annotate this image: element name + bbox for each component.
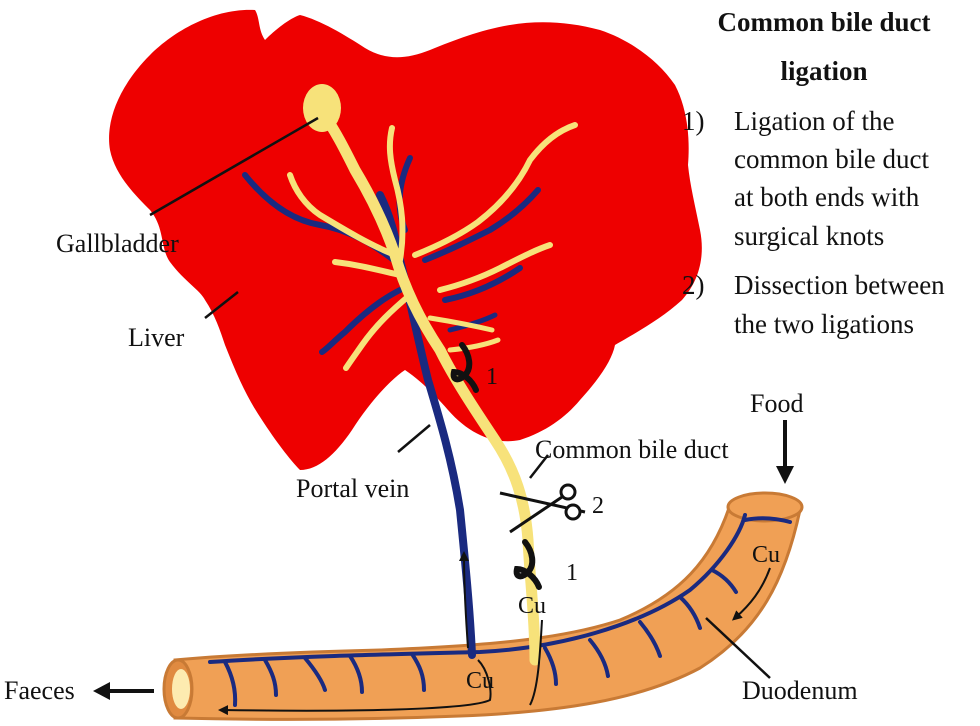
step-2-line-2: the two ligations (734, 309, 914, 339)
leader-lines (149, 116, 771, 679)
step-1-line-1: Ligation of the (734, 106, 894, 136)
common-bile-duct-label: Common bile duct (535, 435, 729, 464)
title-line-1: Common bile duct (717, 7, 930, 37)
step-1-line-3: at both ends with (734, 182, 920, 212)
cu-flow-arrows (218, 551, 771, 716)
step-2-number: 2) (682, 270, 705, 300)
bile-duct (287, 106, 578, 666)
arrow-down-icon (776, 420, 794, 484)
knot-icon (513, 539, 542, 590)
food-label: Food (750, 389, 803, 418)
cu-duodenum-label: Cu (752, 542, 780, 568)
liver-shape (109, 9, 702, 470)
scissors-icon (499, 483, 586, 534)
step-1-line-2: common bile duct (734, 144, 929, 174)
knot-upper-number: 1 (486, 364, 498, 390)
step-1-line-4: surgical knots (734, 221, 884, 251)
knot-icon (450, 342, 479, 393)
cu-bottom-label: Cu (466, 668, 494, 694)
steps-list: 1) Ligation of the common bile duct at b… (682, 106, 945, 339)
knot-lower-number: 1 (566, 560, 578, 586)
gallbladder-label: Gallbladder (56, 229, 179, 258)
cu-bile-duct-label: Cu (518, 593, 546, 619)
liver-label: Liver (128, 323, 185, 352)
faeces-label: Faeces (4, 676, 75, 705)
duodenum (162, 491, 804, 721)
title-line-2: ligation (780, 56, 867, 86)
duodenum-vessels (208, 513, 792, 707)
duodenum-label: Duodenum (742, 676, 858, 705)
arrow-left-icon (93, 682, 154, 700)
portal-vein-label: Portal vein (296, 474, 409, 503)
scissors-number: 2 (592, 493, 604, 519)
step-1-number: 1) (682, 106, 705, 136)
step-2-line-1: Dissection between (734, 270, 945, 300)
